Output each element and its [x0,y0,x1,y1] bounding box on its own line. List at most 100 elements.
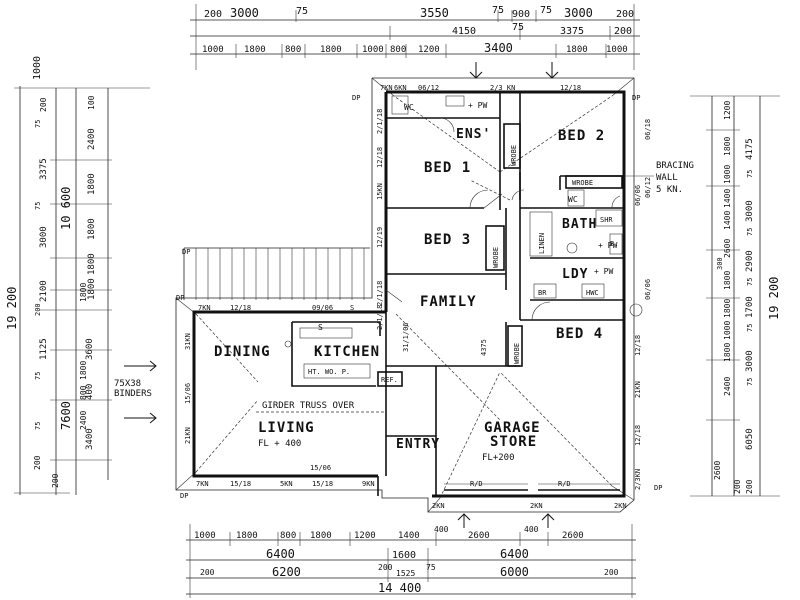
room-ensuite: ENS' [456,127,491,142]
tie-bottom-8: 2KN [614,502,627,510]
dim-right-11: 6050 [745,428,755,450]
tie-bottom-6: 2KN [432,502,445,510]
room-bed-4: BED 4 [556,326,603,342]
fixture-labels: WC + PW + PW + PW WC WROBE WROBE WROBE W… [308,101,618,488]
dim-left-15: 400 [85,384,95,400]
note-s: S [318,323,323,332]
wardrobes [485,123,623,367]
dim-bottom-12: 1600 [392,550,416,561]
dim-left-24: 1800 [87,278,97,300]
label-hwc: HWC [586,289,599,297]
dim-top-7: 75 [540,5,552,16]
living-floor-level: FL + 400 [258,439,301,449]
tie-living-3: 21KN [184,427,192,444]
note-girder-truss: GIRDER TRUSS OVER [262,401,355,411]
label-broom: BR [538,289,547,297]
dim-right-17: 1400 [723,211,732,230]
tie-bottom-3: 5KN [280,480,293,488]
room-bed-2: BED 2 [558,128,605,144]
dim-right-15: 1000 [723,165,732,184]
garage-doors [444,483,620,491]
dim-top-4: 3550 [420,6,449,20]
dim-bottom-total: 14 400 [378,581,421,595]
dim-bottom-2: 1800 [236,531,258,541]
tie-bottom-7: 2KN [530,502,543,510]
tie-bottom-5: 9KN [362,480,375,488]
dim-left-1: 1000 [32,56,43,80]
tie-top-2: 06/12 [418,84,439,92]
tie-living-4: 15/06 [310,464,331,472]
dim-bottom-18: 75 [426,563,436,572]
tie-right-4: 06/06 [644,279,652,300]
dim-left-5: 200 [39,97,48,112]
tie-dining-4: S [350,304,354,312]
dim-left-9: 75 [34,202,42,210]
tie-dining-2: 12/18 [230,304,251,312]
dim-bottom-3: 800 [280,531,296,541]
room-bed-3: BED 3 [424,232,471,248]
dim-right-16: 1400 [723,189,732,208]
dim-right-20: 1800 [723,271,732,290]
dim-top-17: 1800 [320,45,342,55]
note-bracing-wall-2: WALL [656,173,678,183]
tie-left-1: 2/1/18 [376,109,384,134]
dim-top-11: 75 [512,22,524,33]
label-wc-bath: WC [568,195,578,204]
verandah-hatching [183,247,370,300]
top-dimensions: 200 3000 75 3550 75 900 75 3000 200 4150… [190,4,640,70]
dim-left-23: 1800 [87,253,97,275]
dim-left-12: 1125 [39,338,49,360]
dp-1: DP [352,94,360,102]
room-kitchen: KITCHEN [314,344,380,360]
tie-down-labels: 6KN 06/12 2/3 KN 12/18 2/1/18 15KN 12/18… [176,84,662,510]
dim-right-19: 300 [716,257,724,270]
dim-right-23: 1800 [723,343,732,362]
tie-living-1: 31KN [184,333,192,350]
dim-top-2: 3000 [230,6,259,20]
dim-right-26: 200 [733,479,742,494]
tie-bottom-2: 15/18 [230,480,251,488]
dim-bottom-1: 1000 [194,531,216,541]
label-appliances: HT. WO. P. [308,368,350,376]
dim-right-8: 75 [746,324,754,332]
dim-left-4: 7600 [59,401,73,430]
dim-bottom-16: 200 [378,563,393,572]
bottom-arrows [457,513,555,528]
tie-bottom-4: 15/18 [312,480,333,488]
room-laundry: LDY [562,267,588,282]
tie-family-3: 4375 [480,339,488,356]
label-pw-ensuite: + PW [468,101,487,110]
label-pw-bath: + PW [598,241,617,250]
dim-right-14: 1800 [723,137,732,156]
dim-top-6: 900 [512,9,530,20]
tie-right-5: 12/18 [634,335,642,356]
tie-top-1: 6KN [394,84,407,92]
dim-top-13: 200 [614,26,632,37]
label-wrobe-bed3: WROBE [492,247,500,268]
room-bath: BATH [562,217,597,232]
dim-top-14: 1000 [202,45,224,55]
tie-right-3: 06/12 [644,177,652,198]
dim-top-3: 75 [296,6,308,17]
dim-bottom-6: 1400 [398,531,420,541]
room-store: STORE [490,434,537,450]
tie-left-2: 15KN [376,183,384,200]
note-bracing-wall-3: 5 KN. [656,185,683,195]
dim-right-1: 4175 [745,138,755,160]
dim-left-26: 800 [79,385,88,400]
dim-right-25: 2600 [713,461,722,480]
binders-note: 75X38 [114,379,141,389]
dim-left-22: 1800 [87,218,97,240]
dim-bottom-17: 1525 [396,569,415,578]
tie-right-8: 2/3KN [634,469,642,490]
dim-top-15: 1800 [244,45,266,55]
dim-left-29: 200 [51,473,60,488]
tie-top-4: 12/18 [560,84,581,92]
dim-right-5: 2900 [745,250,755,272]
dim-left-18: 200 [33,455,42,470]
dim-top-23: 1000 [606,45,628,55]
dim-bottom-9: 400 [524,525,539,534]
tie-right-7: 12/18 [634,425,642,446]
label-roller-door-2: R/D [558,480,571,488]
dim-right-3: 3000 [745,200,755,222]
